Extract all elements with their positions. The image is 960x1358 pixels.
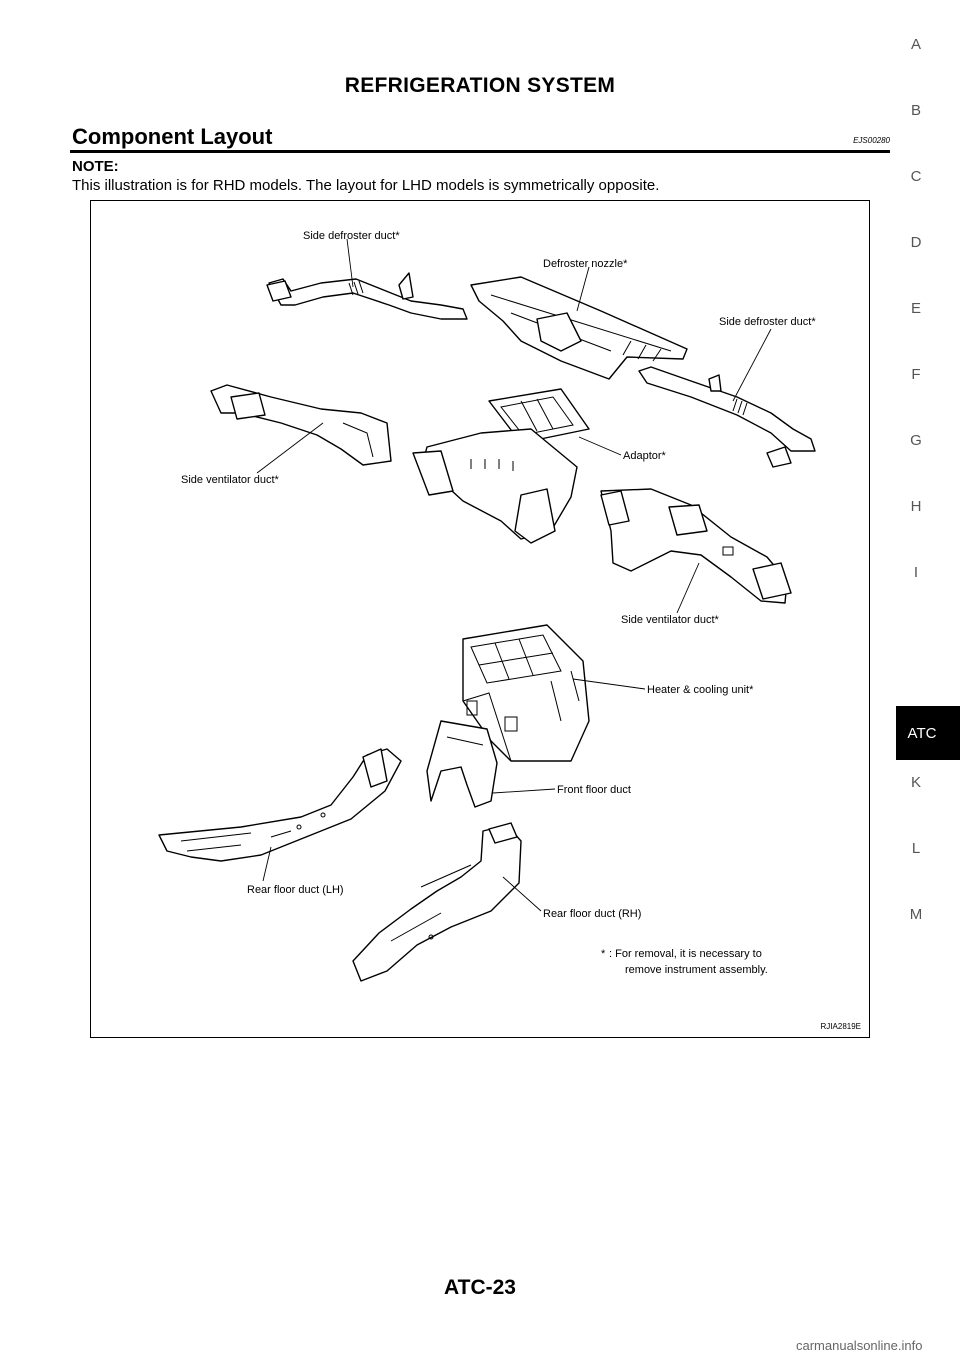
index-letter-e[interactable]: E: [910, 300, 921, 317]
side-defroster-duct-left-drawing: [266, 272, 468, 320]
watermark[interactable]: carmanualsonline.info: [796, 1338, 923, 1353]
label-side-defroster-duct-left: Side defroster duct*: [303, 230, 400, 242]
page-header-title: REFRIGERATION SYSTEM: [344, 74, 616, 97]
label-side-ventilator-duct-left: Side ventilator duct*: [181, 474, 280, 486]
leader-front-floor-duct: [492, 788, 556, 794]
leader-side-ventilator-left: [256, 422, 324, 474]
index-letter-m[interactable]: M: [909, 906, 923, 923]
label-adaptor: Adaptor*: [623, 450, 667, 462]
index-letter-l[interactable]: L: [911, 840, 921, 857]
leader-adaptor: [578, 436, 622, 456]
note-text: This illustration is for RHD models. The…: [72, 177, 660, 194]
side-ventilator-duct-right-drawing: [600, 488, 792, 604]
figure-code: RJIA2819E: [820, 1022, 861, 1031]
leader-side-defroster-left: [346, 238, 354, 288]
leader-rear-floor-rh: [502, 876, 542, 912]
index-letter-h[interactable]: H: [910, 498, 922, 515]
section-divider: [70, 150, 890, 153]
side-defroster-duct-right-drawing: [638, 366, 816, 468]
leader-heater-cooling-unit: [572, 678, 646, 690]
index-letter-k[interactable]: K: [910, 774, 921, 791]
label-rear-floor-duct-lh: Rear floor duct (LH): [247, 884, 344, 896]
component-illustration: Side defroster duct* Defroster nozzle* S…: [158, 230, 816, 982]
index-tab-atc[interactable]: ATC: [896, 706, 960, 760]
leader-rear-floor-lh: [262, 846, 272, 882]
side-ventilator-duct-left-drawing: [210, 384, 392, 466]
index-letter-a[interactable]: A: [910, 36, 921, 53]
index-letter-i[interactable]: I: [913, 564, 919, 581]
label-heater-cooling-unit: Heater & cooling unit*: [647, 684, 754, 696]
section-title: Component Layout: [72, 124, 273, 149]
defroster-nozzle-drawing: [470, 276, 688, 380]
footnote-line-2: remove instrument assembly.: [625, 964, 768, 976]
leader-side-ventilator-right: [676, 562, 700, 614]
component-layout-figure: Side defroster duct* Defroster nozzle* S…: [90, 200, 870, 1038]
index-letter-f[interactable]: F: [911, 366, 921, 383]
label-side-ventilator-duct-right: Side ventilator duct*: [621, 614, 720, 626]
index-letter-g[interactable]: G: [910, 432, 922, 449]
leader-side-defroster-right: [732, 328, 772, 402]
index-letter-b[interactable]: B: [910, 102, 921, 119]
label-defroster-nozzle: Defroster nozzle*: [543, 258, 628, 270]
footnote-marker: *: [601, 948, 606, 960]
rear-floor-duct-rh-drawing: [352, 822, 522, 982]
index-letter-d[interactable]: D: [910, 234, 922, 251]
note-label: NOTE:: [72, 158, 119, 175]
leader-defroster-nozzle: [576, 266, 590, 312]
footnote-line-1: : For removal, it is necessary to: [609, 948, 762, 960]
label-rear-floor-duct-rh: Rear floor duct (RH): [543, 908, 641, 920]
section-index-sidebar: A B C D E F G H I ATC K L M: [896, 0, 960, 1358]
label-front-floor-duct: Front floor duct: [557, 784, 631, 796]
adaptor-drawing: [412, 388, 590, 544]
section-code: EJS00280: [853, 136, 890, 145]
rear-floor-duct-lh-drawing: [158, 748, 402, 862]
label-side-defroster-duct-right: Side defroster duct*: [719, 316, 816, 328]
index-letter-c[interactable]: C: [910, 168, 922, 185]
heater-cooling-unit-drawing: [462, 624, 590, 762]
front-floor-duct-drawing: [426, 720, 498, 808]
page-number: ATC-23: [444, 1276, 516, 1299]
